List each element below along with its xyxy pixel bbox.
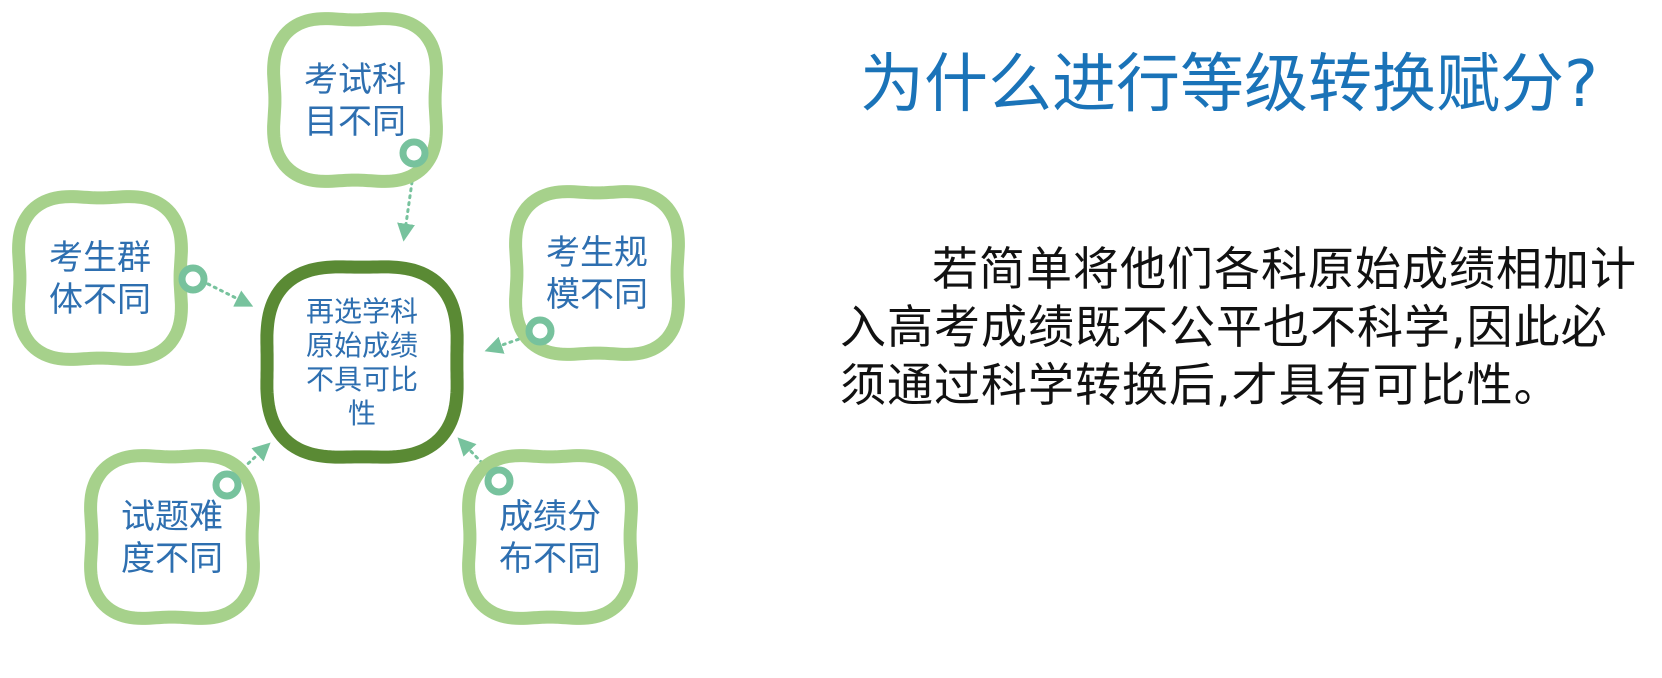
connector-ring-4 xyxy=(212,470,242,500)
arrow-2 xyxy=(206,282,254,307)
arrow-3 xyxy=(484,335,527,354)
factor-1-line-1: 考试科 xyxy=(304,60,406,100)
factor-bubble-ring xyxy=(462,449,638,625)
arrow-1 xyxy=(397,166,416,242)
factor-bubble-ring xyxy=(84,449,260,625)
center-line-1: 再选学科 xyxy=(306,295,418,328)
factor-4-line-1: 试题难 xyxy=(121,497,223,537)
factor-bubble-ring xyxy=(12,190,188,366)
factor-1-line-2: 目不同 xyxy=(304,102,406,142)
connector-ring-5 xyxy=(484,466,514,496)
factor-2-line-1: 考生群 xyxy=(49,238,151,278)
factor-4-line-2: 度不同 xyxy=(121,539,223,579)
factor-3-line-1: 考生规 xyxy=(546,233,648,273)
page-title: 为什么进行等级转换赋分? xyxy=(860,48,1598,122)
connector-ring-3 xyxy=(525,316,555,346)
factor-bubble-ring xyxy=(267,12,443,188)
center-bubble-ring xyxy=(260,260,464,464)
connector-ring-1 xyxy=(399,138,429,168)
center-line-4: 性 xyxy=(348,397,376,430)
connector-rings xyxy=(178,138,555,500)
center-line-3: 不具可比 xyxy=(306,363,418,396)
connector-ring-2 xyxy=(178,264,208,294)
factor-2-line-2: 体不同 xyxy=(49,280,151,320)
factor-bubble-ring xyxy=(509,185,685,361)
factor-5-line-2: 布不同 xyxy=(499,539,601,579)
center-line-2: 原始成绩 xyxy=(306,329,418,362)
explanation-text: 若简单将他们各科原始成绩相加计入高考成绩既不公平也不科学,因此必须通过科学转换后… xyxy=(840,242,1637,412)
factor-5-line-1: 成绩分 xyxy=(499,497,601,537)
factor-3-line-2: 模不同 xyxy=(546,275,648,315)
